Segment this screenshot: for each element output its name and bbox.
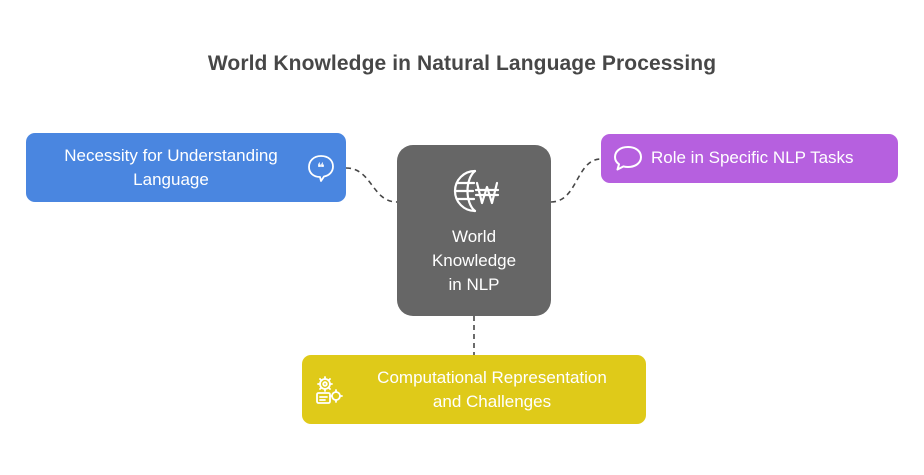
node-necessity: Necessity for Understanding Language ❝ — [26, 133, 346, 202]
diagram-title: World Knowledge in Natural Language Proc… — [207, 52, 717, 75]
node-computational: Computational Representation and Challen… — [302, 355, 646, 424]
svg-text:❝: ❝ — [317, 161, 325, 176]
center-label: World Knowledge in NLP — [431, 227, 517, 294]
node-computational-label: Computational Representation and Challen… — [377, 368, 607, 411]
node-necessity-label: Necessity for Understanding Language — [64, 146, 278, 189]
connector-left — [345, 167, 398, 203]
globe-currency-icon — [453, 169, 500, 213]
node-role-tasks: Role in Specific NLP Tasks — [601, 134, 898, 183]
quote-bubble-icon: ❝ — [308, 155, 334, 182]
speech-bubble-icon — [614, 146, 642, 171]
center-node: World Knowledge in NLP — [397, 145, 551, 316]
node-role-tasks-label: Role in Specific NLP Tasks — [651, 148, 854, 167]
connector-right — [550, 158, 602, 203]
gears-document-icon — [316, 376, 343, 404]
